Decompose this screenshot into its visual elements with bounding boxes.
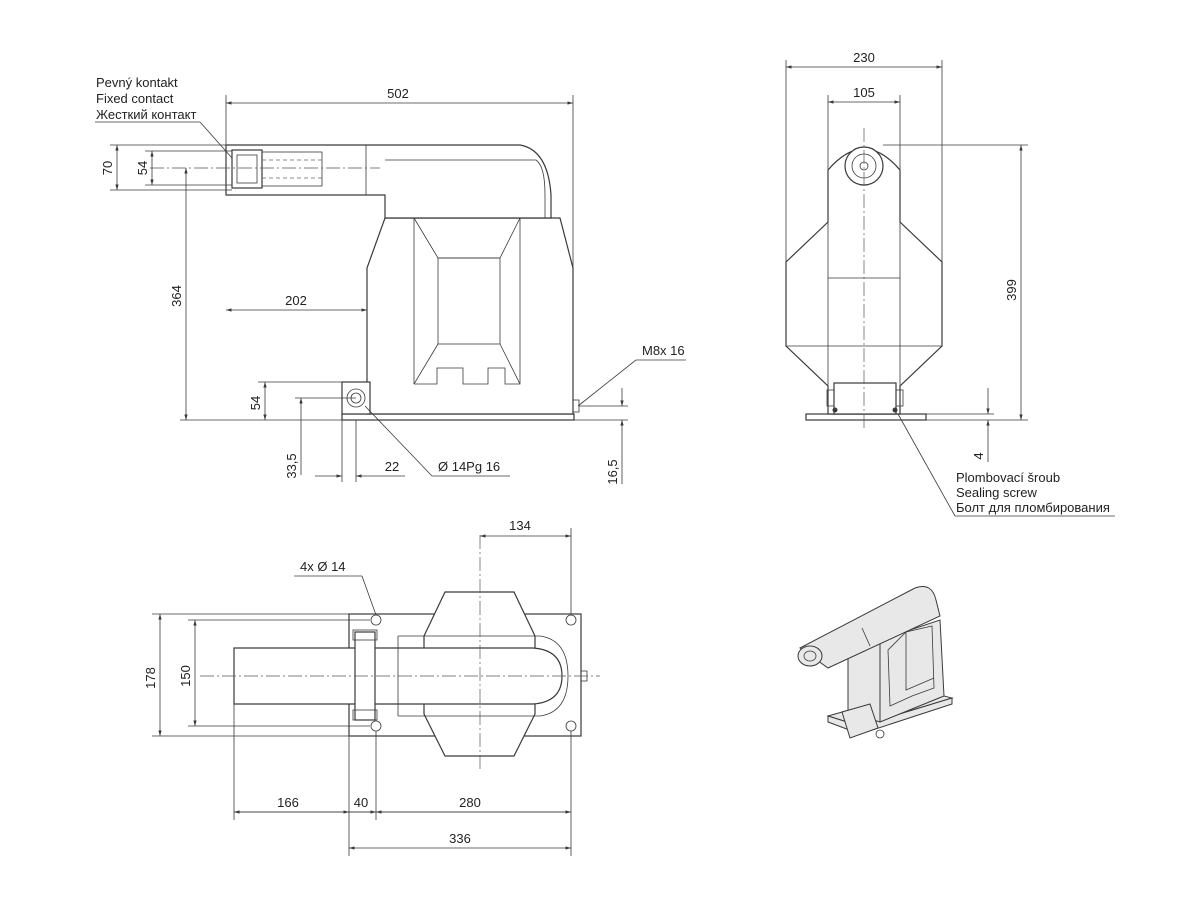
label-pg-gland: Ø 14Pg 16	[438, 459, 500, 474]
dim-202: 202	[285, 293, 307, 308]
dim-40: 40	[354, 795, 368, 810]
dim-178: 178	[143, 667, 158, 689]
dim-54-top: 54	[135, 161, 150, 175]
side-view	[785, 128, 943, 430]
front-core-window	[413, 218, 521, 385]
dim-134: 134	[509, 518, 531, 533]
dim-336: 336	[449, 831, 471, 846]
front-base-plate	[341, 413, 575, 421]
dim-399: 399	[1004, 279, 1019, 301]
iso-terminal-box	[841, 703, 879, 739]
iso-busbar	[799, 586, 941, 669]
dim-230: 230	[853, 50, 875, 65]
iso-body-front	[879, 619, 945, 723]
top-dimensions: 134 4x Ø 14 178 150 166 40 280 336	[143, 518, 572, 856]
side-screw-left	[832, 407, 838, 413]
dim-105: 105	[853, 85, 875, 100]
dim-54-bottom: 54	[248, 396, 263, 410]
top-gland-top	[352, 629, 378, 641]
side-dimensions: 230 105 399 4 Plombovací šroub Sealing s…	[785, 50, 1115, 517]
side-gland-left	[826, 389, 835, 407]
label-contact-ru: Жесткий контакт	[96, 107, 196, 122]
sealing-screw	[892, 407, 898, 413]
front-arm-curve	[385, 159, 546, 218]
top-view	[200, 535, 600, 772]
side-base-plate	[805, 413, 927, 421]
label-contact-en: Fixed contact	[96, 91, 174, 106]
side-gland-right	[895, 389, 904, 407]
top-gland-bottom	[352, 709, 378, 721]
dim-22: 22	[385, 459, 399, 474]
front-core-bottom	[413, 343, 521, 385]
contact-sleeve	[261, 151, 323, 187]
mount-hole-tr	[565, 614, 577, 626]
dim-16-5: 16,5	[605, 459, 620, 484]
dim-502: 502	[387, 86, 409, 101]
front-busbar-arm	[225, 144, 552, 219]
side-terminal-box	[833, 382, 897, 415]
dim-280: 280	[459, 795, 481, 810]
top-busbar-outline	[398, 635, 569, 717]
dim-166: 166	[277, 795, 299, 810]
label-seal-cz: Plombovací šroub	[956, 470, 1060, 485]
isometric-view	[797, 586, 954, 739]
front-core-rect	[437, 257, 501, 345]
label-holes: 4x Ø 14	[300, 559, 346, 574]
iso-contact-end	[797, 645, 823, 667]
label-seal-en: Sealing screw	[956, 485, 1038, 500]
dim-4: 4	[971, 452, 986, 459]
dim-70: 70	[100, 161, 115, 175]
dim-150: 150	[178, 665, 193, 687]
front-body	[366, 217, 574, 415]
label-seal-ru: Болт для пломбирования	[956, 500, 1110, 515]
dim-364: 364	[169, 285, 184, 307]
label-contact-cz: Pevný kontakt	[96, 75, 178, 90]
front-dimensions: 502 70 54 364 202 54 33,5 22 Ø 14Pg 16 M…	[95, 75, 686, 485]
front-view	[150, 144, 580, 421]
fixed-contact	[231, 149, 263, 189]
dim-33-5: 33,5	[284, 453, 299, 478]
label-m8: M8x 16	[642, 343, 685, 358]
fixed-contact-inner	[236, 154, 258, 184]
